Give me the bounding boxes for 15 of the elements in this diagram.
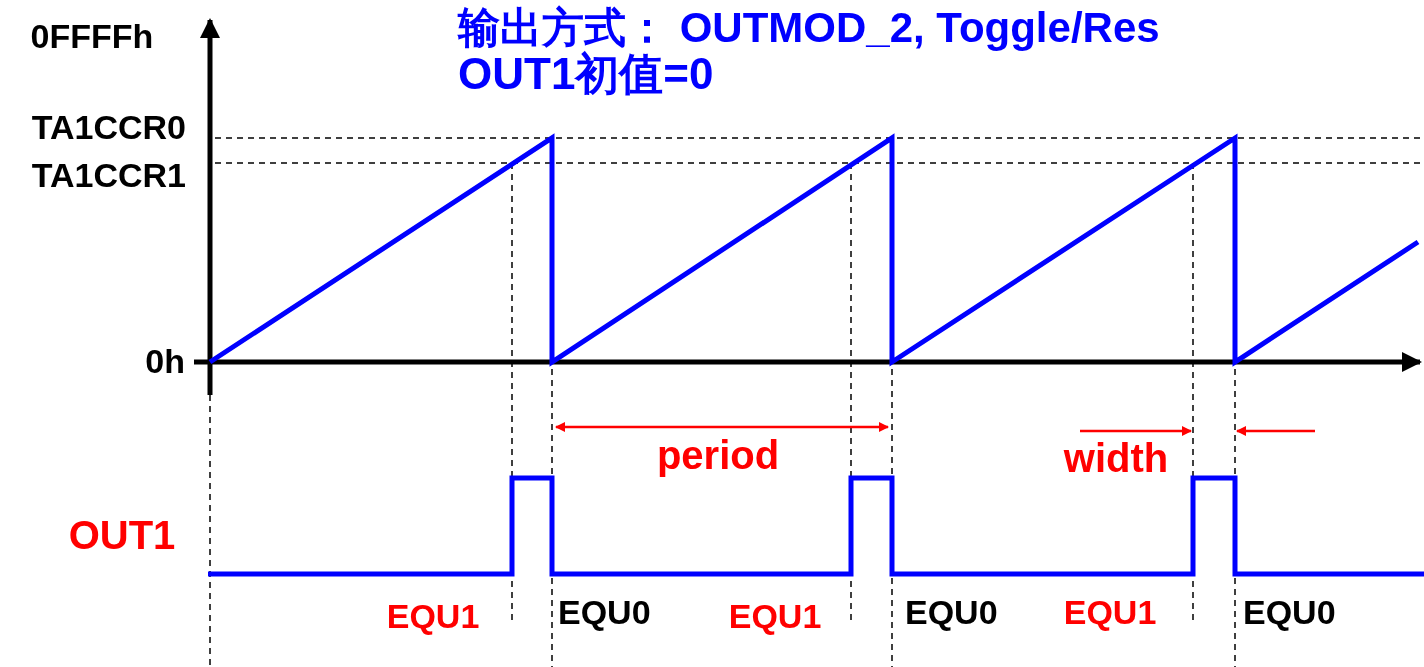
title-text: OUT1初值=0: [458, 50, 714, 98]
dimension-label: period: [656, 434, 780, 476]
event-label: EQU1: [728, 599, 822, 635]
axis-label: 0h: [145, 344, 185, 380]
axis-label: TA1CCR0: [31, 110, 186, 146]
dimension-label: width: [1063, 437, 1169, 479]
event-label: EQU1: [1063, 595, 1157, 631]
event-label: EQU0: [1243, 595, 1336, 631]
axis-label: 0FFFFh: [30, 19, 154, 55]
event-label: EQU0: [558, 595, 651, 631]
title-text: 输出方式： OUTMOD_2, Toggle/Res: [458, 5, 1160, 51]
signal-label: OUT1: [68, 514, 176, 556]
axis-label: TA1CCR1: [31, 158, 186, 194]
event-label: EQU1: [386, 599, 480, 635]
event-label: EQU0: [905, 595, 998, 631]
